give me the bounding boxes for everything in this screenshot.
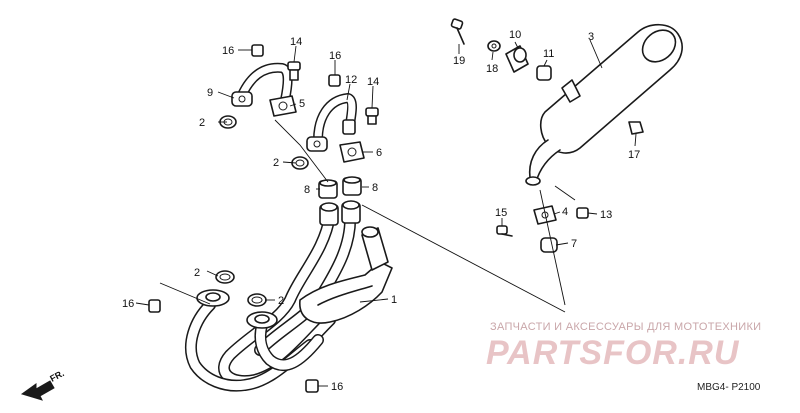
front-flange-left [196,289,230,307]
callout-2: 2 [194,267,200,279]
leader-lines [135,39,637,387]
callout-1: 1 [391,294,397,306]
gasket-parts [215,115,309,307]
callout-2: 2 [199,117,205,129]
callout-labels: 1 2 2 2 2 3 4 5 6 7 8 8 9 10 11 12 13 14… [122,29,640,393]
callout-15: 15 [495,207,507,219]
callout-17: 17 [628,149,640,161]
callout-9: 9 [207,87,213,99]
front-direction-arrow: FR. [20,368,66,401]
callout-10: 10 [509,29,521,41]
callout-3: 3 [588,31,594,43]
nut-16-parts [148,44,341,393]
callout-12: 12 [345,74,357,86]
bolt-14-parts [287,61,379,125]
callout-14: 14 [367,76,379,88]
callout-16: 16 [329,50,341,62]
watermark: ЗАПЧАСТИ И АКСЕССУАРЫ ДЛЯ МОТОТЕХНИКИ PA… [486,321,761,372]
reed-valve-5 [269,95,297,117]
callout-2: 2 [278,295,284,307]
callout-14: 14 [290,36,302,48]
callout-8: 8 [372,182,378,194]
callout-7: 7 [571,238,577,250]
callout-4: 4 [562,206,568,218]
callout-11: 11 [543,48,554,60]
callout-19: 19 [453,55,465,67]
callout-13: 13 [600,209,612,221]
callout-5: 5 [299,98,305,110]
callout-16: 16 [222,45,234,57]
callout-2: 2 [273,157,279,169]
diagram-code: MBG4- P2100 [697,382,761,393]
exhaust-manifold [185,200,393,392]
air-injection-hose-9 [231,62,293,107]
direction-label: FR. [48,368,65,384]
callout-16: 16 [331,381,343,393]
callout-18: 18 [486,63,498,75]
front-flange-right [246,311,278,329]
muffler [525,23,683,186]
watermark-brand: PARTSFOR.RU [486,334,740,372]
air-injection-hose-12 [306,93,357,152]
watermark-subtitle: ЗАПЧАСТИ И АКСЕССУАРЫ ДЛЯ МОТОТЕХНИКИ [490,321,761,333]
reed-valve-6 [339,141,365,163]
callout-16: 16 [122,298,134,310]
callout-8: 8 [304,184,310,196]
callout-6: 6 [376,147,382,159]
exhaust-collars [318,176,362,199]
